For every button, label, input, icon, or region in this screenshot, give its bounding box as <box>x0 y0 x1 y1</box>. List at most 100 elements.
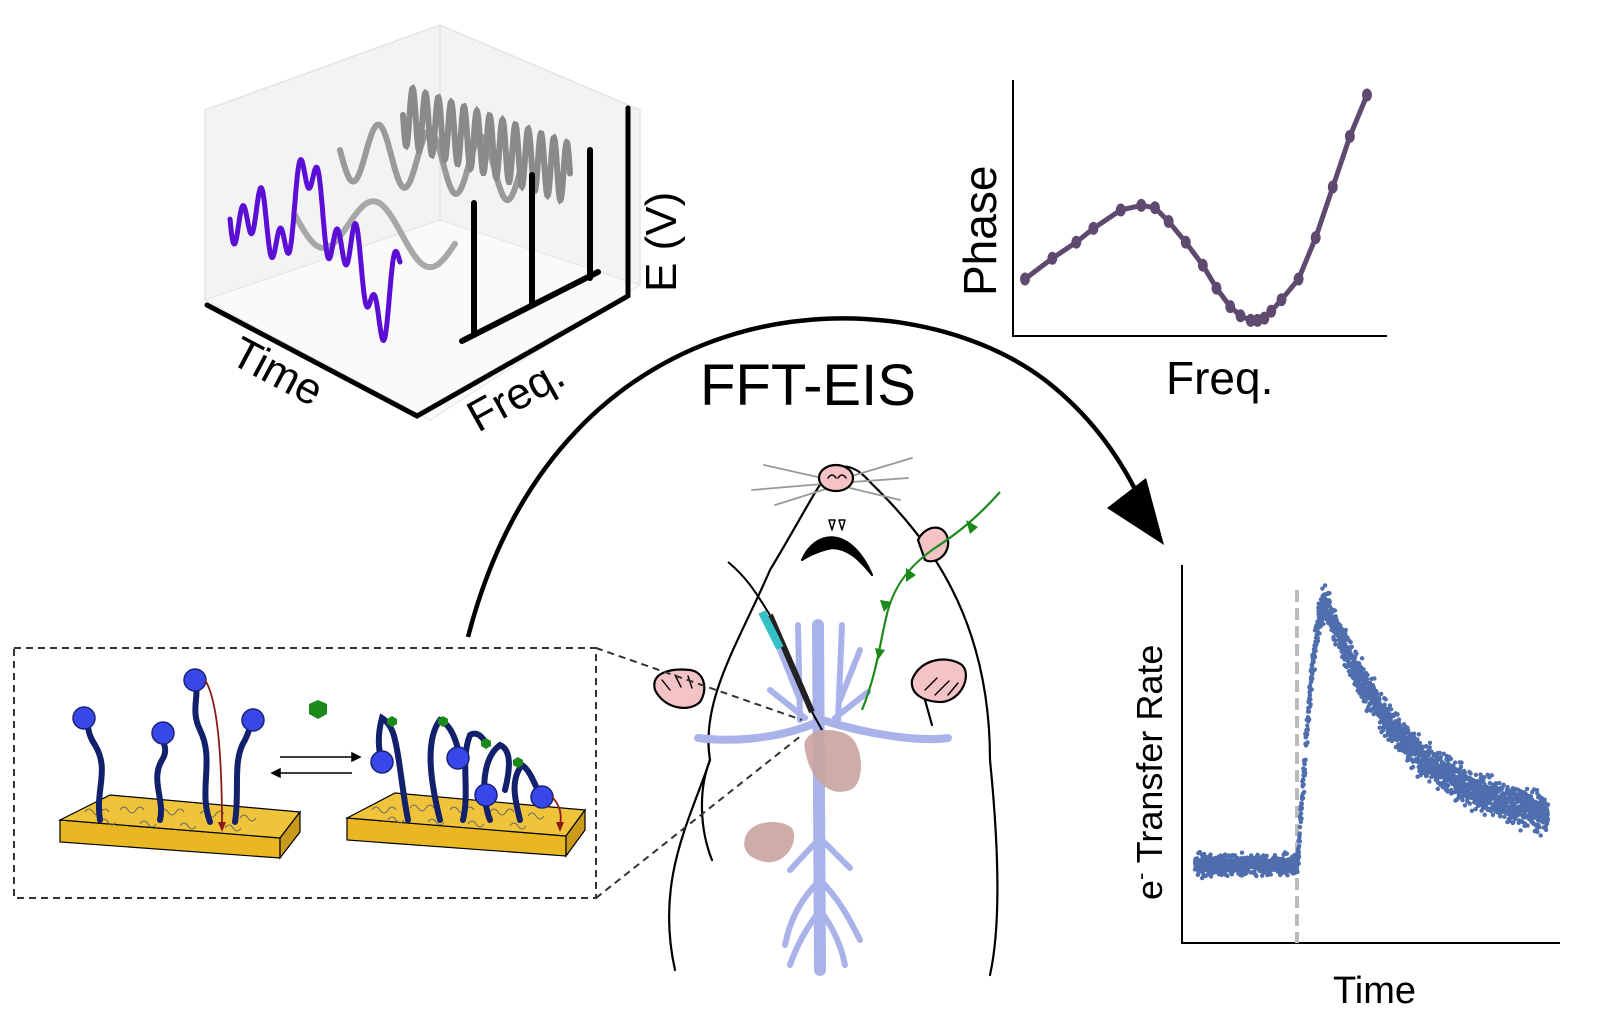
rate-ylabel-rest: Transfer Rate <box>1129 645 1170 873</box>
rate-data-point <box>1482 812 1487 817</box>
phase-data-point <box>1197 258 1208 272</box>
rate-xlabel: Time <box>1333 970 1416 1012</box>
rate-data-point <box>1364 677 1370 682</box>
rate-data-point <box>1305 740 1310 745</box>
rate-data-points <box>1192 583 1551 881</box>
phase-xlabel: Freq. <box>1166 352 1273 404</box>
rate-data-point <box>1307 683 1313 688</box>
rate-data-point <box>1297 843 1302 849</box>
rate-data-point <box>1473 807 1478 812</box>
rate-data-point <box>1501 782 1506 787</box>
rate-data-point <box>1537 825 1542 830</box>
rate-data-point <box>1333 638 1338 643</box>
rate-data-point <box>1225 873 1230 879</box>
rate-data-point <box>1317 631 1322 636</box>
rate-data-point <box>1356 661 1362 666</box>
rate-data-point <box>1305 723 1310 728</box>
electrode-bound <box>344 713 587 858</box>
rate-data-point <box>1359 656 1365 661</box>
rate-data-point <box>1538 833 1543 838</box>
rate-data-point <box>1302 789 1307 795</box>
rate-data-point <box>1528 794 1534 799</box>
phase-data-point <box>1071 235 1082 249</box>
figure-title: FFT-EIS <box>700 353 916 418</box>
rate-data-point <box>1322 583 1328 588</box>
rate-data-point <box>1333 642 1338 647</box>
rate-data-point <box>1239 850 1245 855</box>
rate-data-point <box>1545 816 1551 822</box>
rate-data-point <box>1497 780 1502 786</box>
rate-data-point <box>1208 852 1213 857</box>
rate-ylabel: e- Transfer Rate <box>1128 645 1170 900</box>
rate-data-point <box>1525 786 1530 792</box>
rate-data-point <box>1396 717 1402 722</box>
rate-data-point <box>1469 808 1475 813</box>
rat-illustration <box>653 457 999 977</box>
rate-data-point <box>1339 649 1344 654</box>
rate-data-point <box>1372 676 1377 681</box>
rate-data-point <box>1298 811 1304 816</box>
phase-data-point <box>1225 300 1236 314</box>
rate-data-point <box>1473 772 1479 777</box>
phase-plot: Phase Freq. <box>954 80 1387 404</box>
rate-data-point <box>1305 726 1310 732</box>
rate-data-point <box>1415 737 1420 742</box>
rate-data-point <box>1534 788 1540 793</box>
rate-data-point <box>1308 702 1313 707</box>
component-wave-low <box>292 198 458 271</box>
rate-data-point <box>1315 638 1321 644</box>
rate-data-point <box>1542 797 1547 802</box>
equilibrium-arrows <box>270 751 362 779</box>
rate-data-point <box>1411 731 1417 736</box>
rate-data-point <box>1309 663 1315 669</box>
rate-data-point <box>1505 784 1510 790</box>
rate-data-point <box>1387 703 1393 708</box>
rate-data-point <box>1427 745 1432 750</box>
rate-data-point <box>1427 740 1433 745</box>
phase-data-point <box>1266 304 1277 318</box>
rate-data-point <box>1525 823 1530 828</box>
rate-data-point <box>1354 651 1359 656</box>
rate-data-point <box>1301 782 1306 787</box>
rate-data-point <box>1482 775 1487 780</box>
component-wave-high <box>400 84 573 205</box>
rate-data-point <box>1327 599 1332 605</box>
rate-data-point <box>1302 767 1308 772</box>
rate-data-point <box>1459 760 1464 765</box>
phase-data-point <box>1293 272 1304 286</box>
rate-data-point <box>1296 854 1302 859</box>
rate-data-point <box>1348 640 1353 645</box>
sensor-inset <box>13 647 803 899</box>
rate-data-point <box>1427 779 1432 784</box>
rate-data-point <box>1445 789 1450 794</box>
rate-data-point <box>1320 586 1325 591</box>
rate-data-point <box>1452 760 1458 765</box>
rate-data-point <box>1319 618 1325 623</box>
rate-data-point <box>1518 828 1523 833</box>
rate-data-point <box>1545 802 1551 807</box>
rate-data-point <box>1297 824 1303 830</box>
rate-data-point <box>1310 676 1315 681</box>
rate-data-point <box>1297 831 1302 836</box>
rate-data-point <box>1299 806 1305 811</box>
rate-data-point <box>1460 797 1465 803</box>
rate-data-point <box>1382 702 1387 707</box>
rate-data-point <box>1311 659 1316 664</box>
phase-data-point <box>1163 215 1174 228</box>
rate-data-point <box>1416 732 1422 737</box>
rate-data-point <box>1284 851 1290 856</box>
phase-data-point <box>1088 221 1099 235</box>
rate-data-point <box>1393 723 1398 728</box>
rate-data-point <box>1321 621 1326 627</box>
rate-data-point <box>1200 875 1205 881</box>
rate-data-point <box>1301 777 1306 783</box>
rate-data-point <box>1462 803 1468 808</box>
arrow-head <box>1107 478 1164 545</box>
rate-data-point <box>1315 635 1321 641</box>
phase-data-point <box>1180 235 1191 249</box>
rate-data-point <box>1448 756 1454 762</box>
rate-data-point <box>1302 762 1307 767</box>
cube-axes <box>204 105 631 419</box>
rate-data-point <box>1208 874 1214 879</box>
rate-data-point <box>1489 773 1495 778</box>
